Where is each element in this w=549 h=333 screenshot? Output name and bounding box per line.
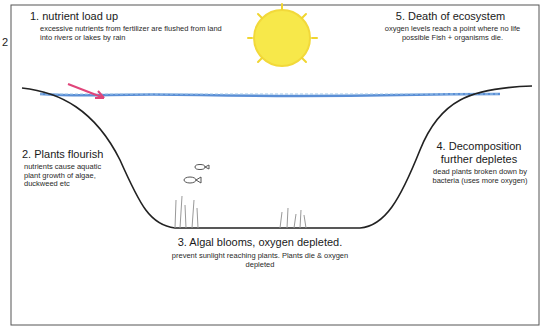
step-heading: 1. nutrient load up	[30, 10, 230, 23]
water-ripple	[40, 94, 500, 95]
step-description: oxygen levels reach a point where no lif…	[375, 25, 530, 42]
water-surface	[40, 94, 500, 96]
lake-basin	[22, 86, 532, 228]
fish	[184, 165, 209, 184]
step-description: prevent sunlight reaching plants. Plants…	[170, 252, 350, 269]
step-description: nutrients cause aquatic plant growth of …	[24, 163, 116, 189]
stray-number: 2	[2, 36, 10, 49]
step-description: excessive nutrients from fertilizer are …	[40, 25, 230, 42]
sun	[248, 4, 317, 66]
runoff-arrow	[68, 84, 104, 98]
step-heading: 3. Algal blooms, oxygen depleted.	[160, 236, 360, 249]
step-description: dead plants broken down by bacteria (use…	[428, 168, 532, 185]
frame	[11, 5, 539, 325]
step-heading: 5. Death of ecosystem	[368, 10, 533, 23]
runoff-arrowhead	[95, 91, 104, 98]
step-heading: 4. Decomposition further depletes	[425, 140, 533, 165]
step-heading: 2. Plants flourish	[22, 148, 118, 161]
plants	[175, 196, 306, 228]
